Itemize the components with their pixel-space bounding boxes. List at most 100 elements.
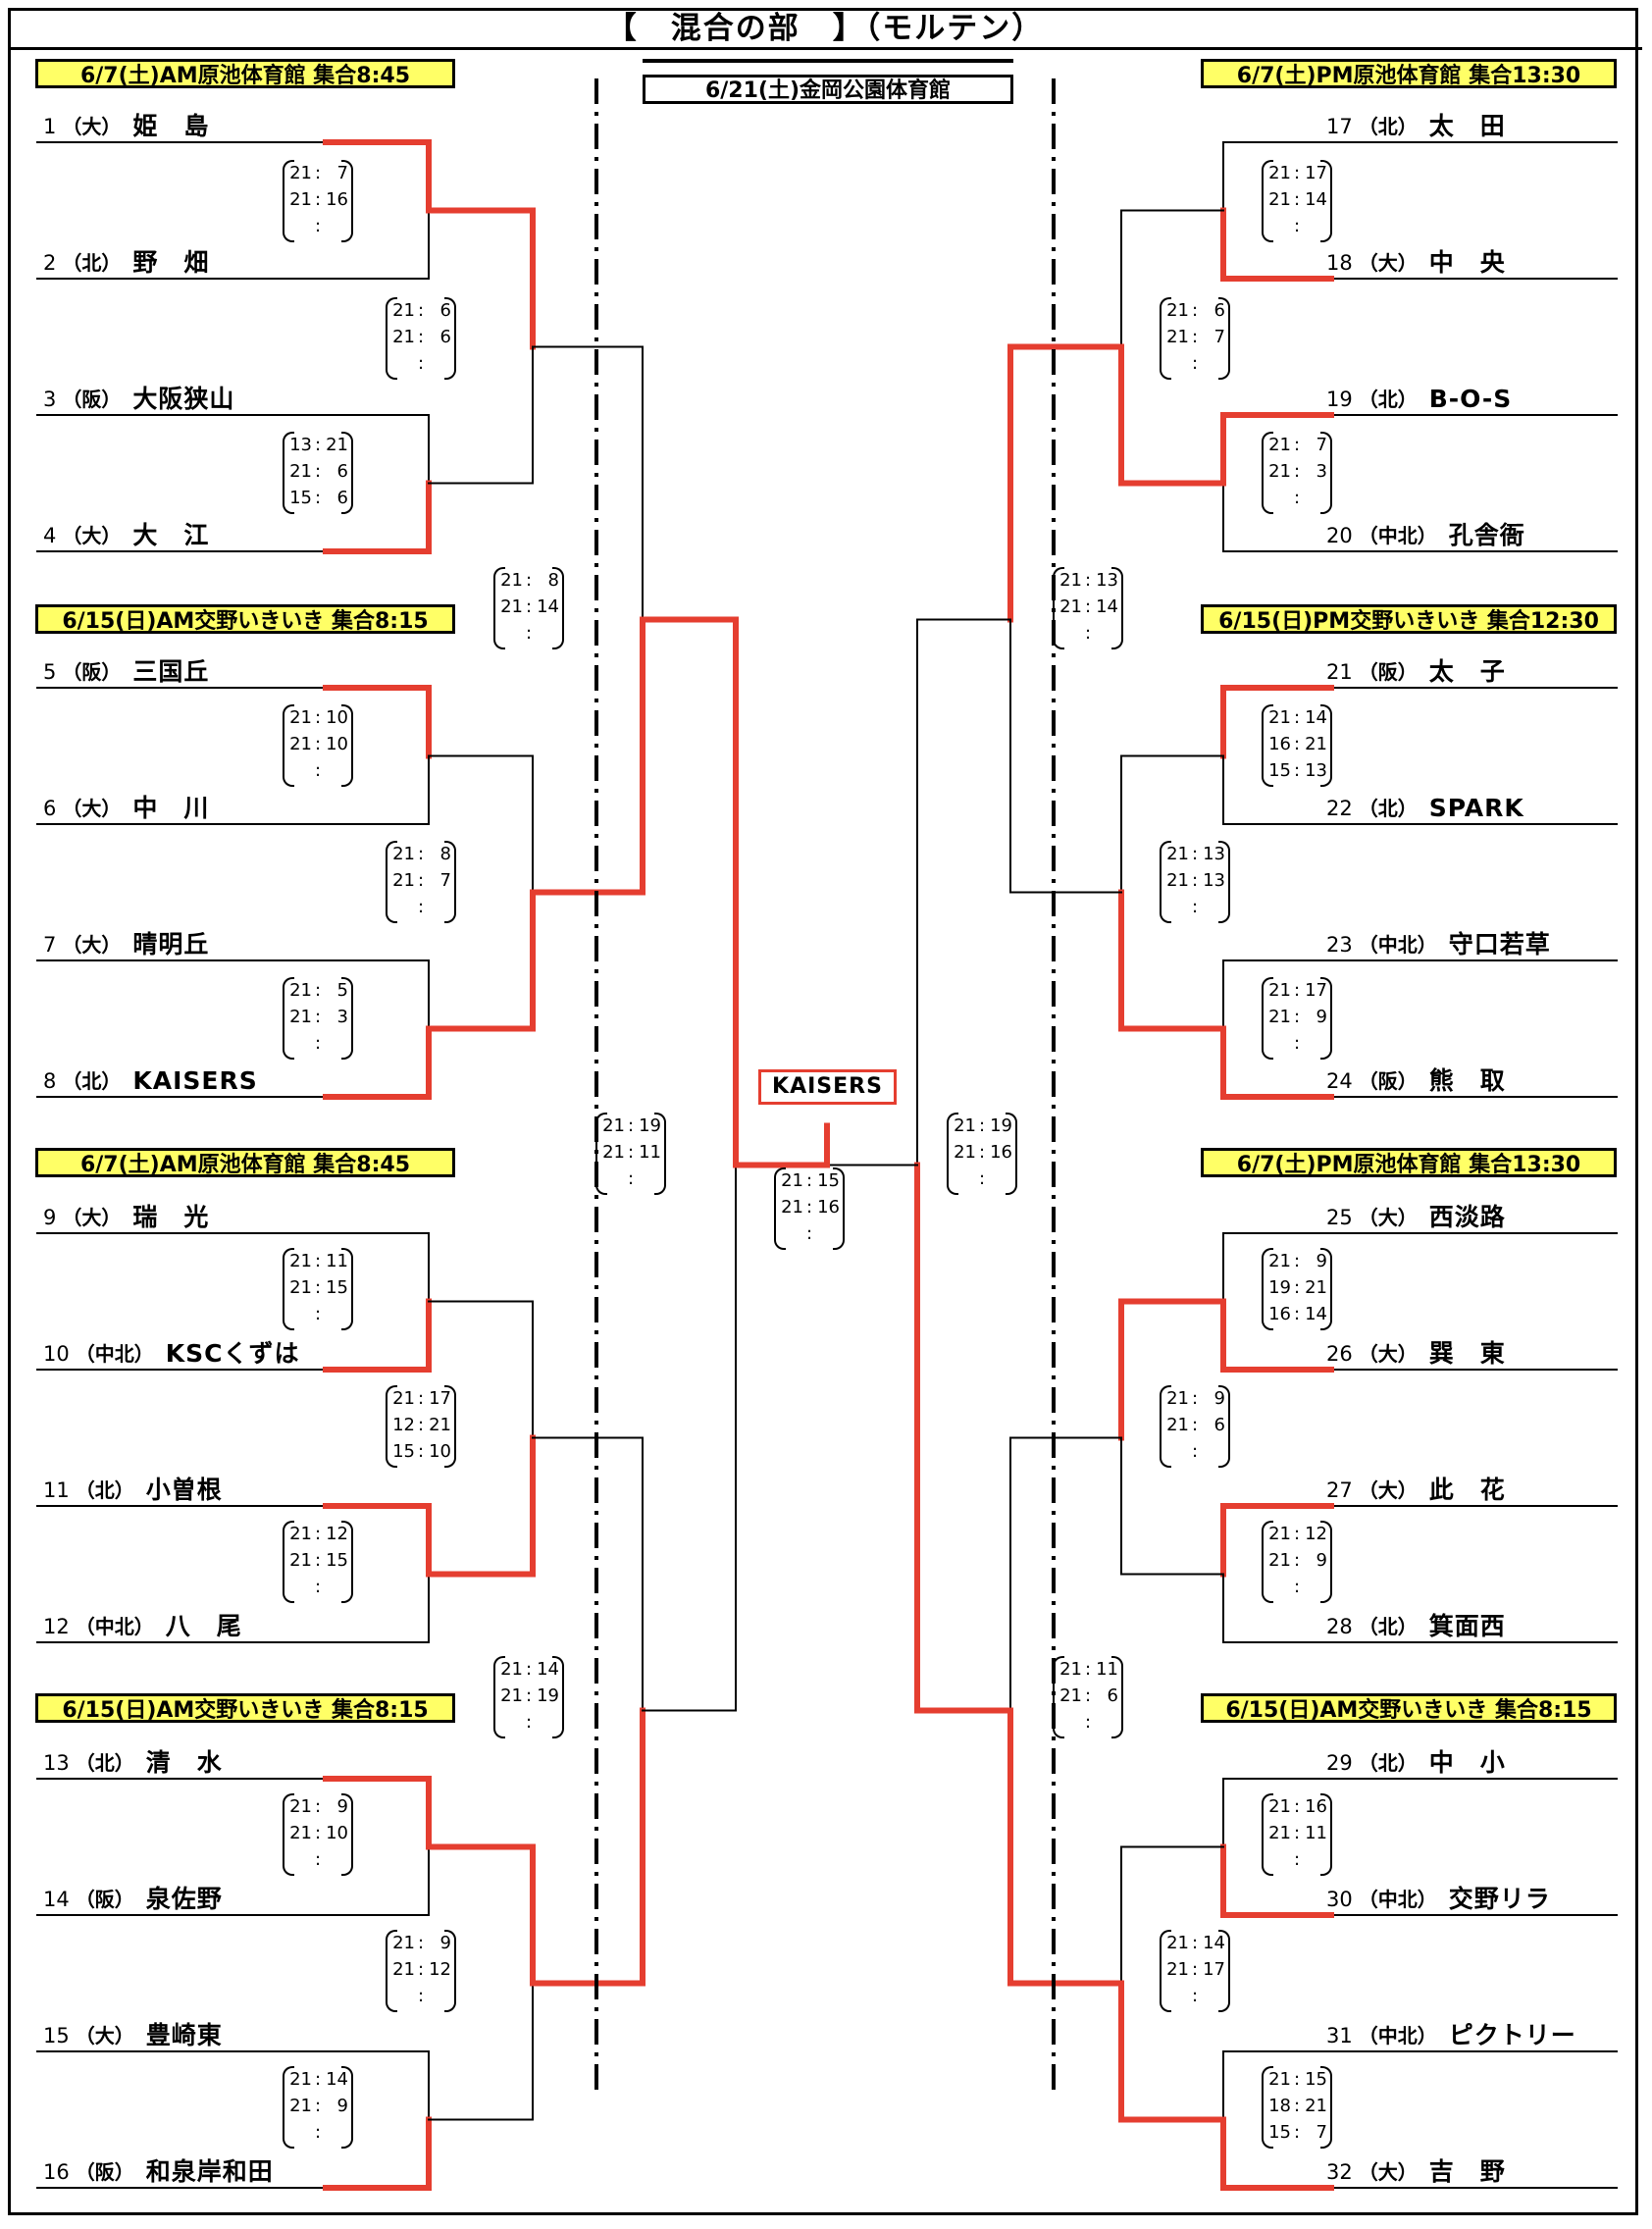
set-score-a: 12 [392, 1415, 415, 1435]
bracket-paren-left [1053, 567, 1064, 649]
bracket-paren-right [833, 1167, 845, 1250]
set-colon: : [1085, 570, 1092, 591]
set-colon: : [526, 596, 533, 617]
set-score-a: 13 [289, 435, 312, 455]
bracket-paren-left [595, 1113, 607, 1195]
set-colon: : [315, 2122, 322, 2143]
set-score-b: 14 [1096, 596, 1118, 617]
set-score-b: 7 [1316, 2122, 1327, 2143]
set-score-b: 16 [1305, 1796, 1327, 1817]
team-region: （大） [1358, 1342, 1418, 1366]
set-score-b: 12 [429, 1959, 451, 1980]
team-entry: 23（中北）守口若草 [1326, 930, 1551, 959]
set-colon: : [526, 623, 533, 644]
set-score-b: 14 [1305, 707, 1327, 728]
bracket-paren-left [1160, 1930, 1171, 2012]
team-name: B-O-S [1428, 385, 1513, 413]
venue-right-1: 6/7(土)PM原池体育館 集合13:30 [1201, 59, 1617, 88]
set-colon: : [315, 1304, 322, 1324]
set-colon: : [1294, 1849, 1301, 1870]
venue-right-4: 6/15(日)AM交野いきいき 集合8:15 [1201, 1693, 1617, 1723]
bracket-paren-left [1160, 1385, 1171, 1468]
set-colon: : [1294, 734, 1301, 754]
set-score-a: 21 [1166, 870, 1189, 891]
bracket-paren-right [1320, 704, 1332, 787]
bracket-paren-right [1320, 1793, 1332, 1876]
team-number: 24 [1326, 1069, 1353, 1093]
team-name: 中 小 [1428, 1748, 1506, 1777]
set-score-a: 21 [1166, 300, 1189, 321]
team-region: （中北） [1358, 933, 1437, 957]
set-score-a: 21 [500, 596, 523, 617]
set-score-b: 13 [1096, 570, 1118, 591]
set-colon: : [1192, 897, 1199, 917]
team-entry: 31（中北）ピクトリー [1326, 2021, 1576, 2050]
set-colon: : [315, 1033, 322, 1054]
set-score-b: 6 [439, 327, 451, 347]
bracket-paren-right [341, 2066, 353, 2149]
bracket-paren-left [493, 1656, 505, 1738]
set-colon: : [315, 163, 322, 183]
set-colon: : [315, 435, 322, 455]
team-number: 5 [43, 660, 57, 684]
team-entry: 20（中北）孔舎衙 [1326, 521, 1525, 550]
set-score-b: 21 [429, 1415, 451, 1435]
set-colon: : [1192, 300, 1199, 321]
set-score-b: 9 [1316, 1251, 1327, 1271]
set-colon: : [1294, 1033, 1301, 1054]
set-colon: : [315, 1550, 322, 1571]
bracket-paren-right [1320, 432, 1332, 514]
team-number: 30 [1326, 1888, 1353, 1911]
team-entry: 12（中北）八 尾 [43, 1612, 242, 1641]
set-score-a: 21 [289, 734, 312, 754]
bracket-paren-left [1262, 1248, 1273, 1330]
set-score-a: 21 [1268, 1251, 1291, 1271]
venue-right-3: 6/7(土)PM原池体育館 集合13:30 [1201, 1148, 1617, 1177]
set-colon: : [418, 870, 425, 891]
set-score-a: 21 [289, 1524, 312, 1544]
team-name: 熊 取 [1428, 1066, 1506, 1095]
team-region: （大） [1358, 1206, 1418, 1229]
bracket-paren-left [283, 2066, 294, 2149]
bracket-paren-right [341, 1521, 353, 1603]
set-score-a: 21 [1268, 461, 1291, 482]
set-score-b: 14 [1305, 189, 1327, 210]
team-region: （大） [62, 524, 122, 547]
team-entry: 11（北）小曽根 [43, 1476, 223, 1505]
set-score-a: 21 [1166, 327, 1189, 347]
set-score-b: 3 [1316, 461, 1327, 482]
set-score-b: 9 [439, 1933, 451, 1953]
team-number: 12 [43, 1615, 70, 1638]
team-name: 此 花 [1428, 1476, 1506, 1504]
set-score-a: 21 [954, 1142, 976, 1163]
set-score-b: 12 [1305, 1524, 1327, 1544]
set-score-b: 17 [1203, 1959, 1225, 1980]
set-score-a: 15 [1268, 760, 1291, 781]
set-score-a: 21 [289, 1277, 312, 1298]
set-score-b: 9 [1213, 1388, 1225, 1409]
team-region: （北） [1358, 1615, 1418, 1638]
team-number: 17 [1326, 115, 1353, 138]
set-score-b: 10 [429, 1441, 451, 1462]
set-score-b: 21 [1305, 1277, 1327, 1298]
bracket-paren-left [283, 432, 294, 514]
bracket-paren-left [1262, 977, 1273, 1060]
set-colon: : [315, 216, 322, 236]
team-entry: 14（阪）泉佐野 [43, 1885, 223, 1914]
set-score-a: 21 [500, 570, 523, 591]
team-entry: 29（北）中 小 [1326, 1748, 1506, 1778]
team-name: 太 田 [1428, 112, 1506, 140]
set-score-a: 21 [1166, 1388, 1189, 1409]
set-score-a: 21 [392, 1933, 415, 1953]
set-score-a: 21 [602, 1115, 625, 1136]
